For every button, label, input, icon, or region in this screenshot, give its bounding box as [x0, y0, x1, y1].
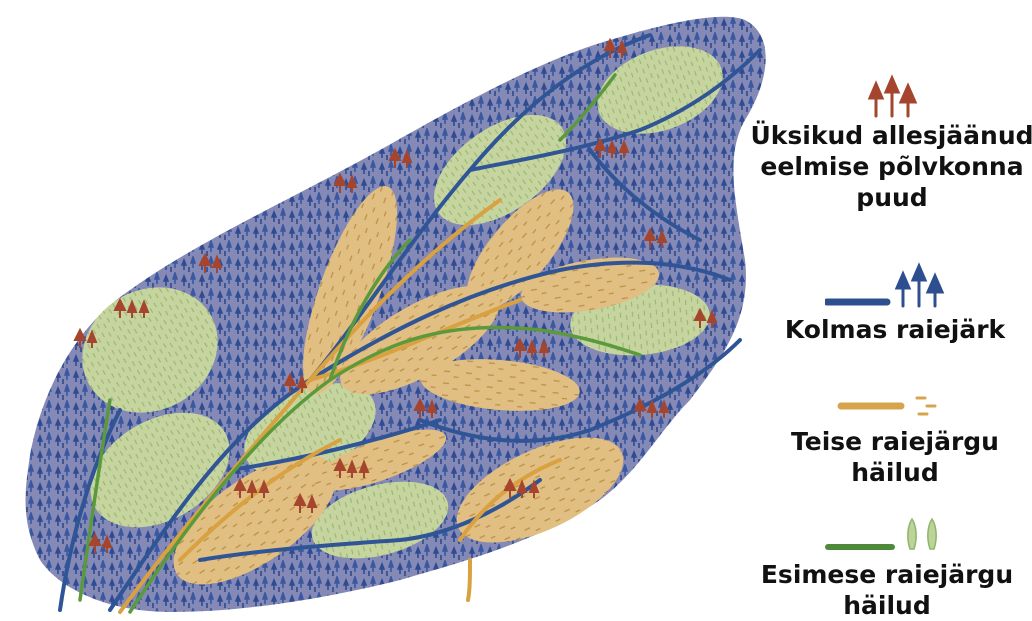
legend-remnant-line3: puud: [742, 182, 1032, 213]
legend-remnant-trees: Üksikud allesjäänud eelmise põlvkonna pu…: [742, 74, 1032, 213]
yellow-line-dashes-icon: [835, 392, 955, 422]
legend-remnant-line2: eelmise põlvkonna: [742, 151, 1032, 182]
legend-first-cut: Esimese raiejärgu häilud: [742, 515, 1032, 621]
legend-remnant-line1: Üksikud allesjäänud: [742, 120, 1032, 151]
legend-third-cut: Kolmas raiejärk: [770, 262, 1020, 345]
legend-first-line2: häilud: [742, 590, 1032, 621]
red-trees-icon: [862, 74, 922, 118]
legend-second-cut: Teise raiejärgu häilud: [760, 392, 1030, 488]
legend-third-line1: Kolmas raiejärk: [770, 314, 1020, 345]
legend-second-line1: Teise raiejärgu: [760, 426, 1030, 457]
legend-second-line2: häilud: [760, 457, 1030, 488]
legend-first-line1: Esimese raiejärgu: [742, 559, 1032, 590]
green-line-saplings-icon: [822, 515, 952, 555]
blue-line-trees-icon: [825, 262, 965, 312]
